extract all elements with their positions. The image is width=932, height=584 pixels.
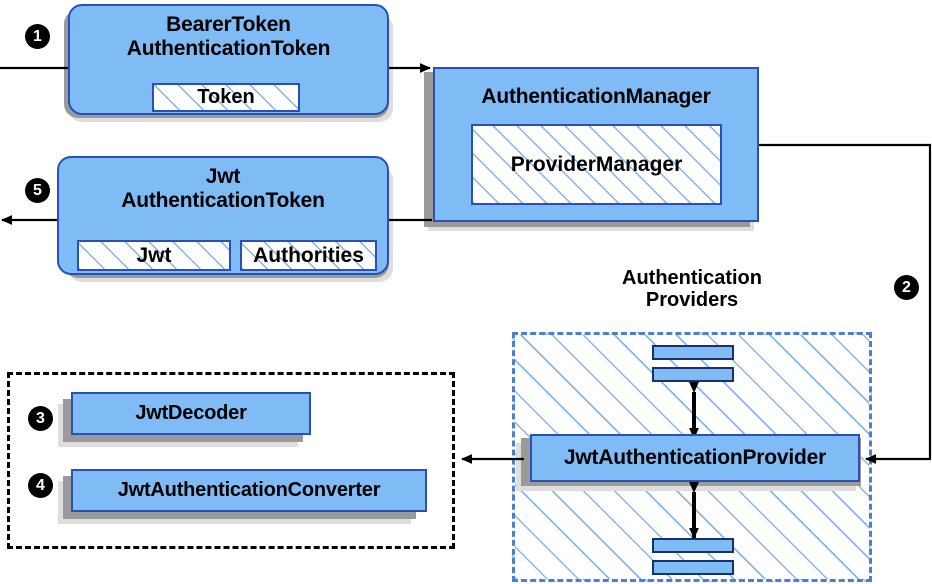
jwt-token-inner-jwt[interactable]: Jwt [77, 240, 231, 271]
group-authentication-providers-label: Authentication Providers [572, 267, 812, 312]
bearer-token-title-line2: AuthenticationToken [126, 36, 331, 60]
node-jwt-authentication-token[interactable]: Jwt AuthenticationToken Jwt Authorities [57, 156, 389, 275]
badge-step-2: 2 [894, 275, 919, 300]
node-jwt-authentication-converter[interactable]: JwtAuthenticationConverter [71, 469, 427, 512]
provider-slot-top-bar-1 [652, 345, 734, 360]
node-jwt-authentication-provider[interactable]: JwtAuthenticationProvider [530, 434, 860, 482]
badge-step-3: 3 [28, 406, 53, 431]
bearer-token-title-line1: BearerToken [166, 13, 291, 36]
jwt-authentication-provider-title: JwtAuthenticationProvider [563, 446, 827, 470]
group-jwt-support-components [7, 372, 455, 549]
provider-slot-top-bar-2 [652, 367, 734, 382]
provider-slot-bottom-bar-1 [652, 538, 734, 553]
provider-slot-bottom-bar-2 [652, 560, 734, 575]
node-bearer-token-authentication-token[interactable]: BearerToken AuthenticationToken Token [68, 4, 389, 115]
jwt-authentication-converter-title: JwtAuthenticationConverter [117, 479, 381, 502]
badge-step-1: 1 [25, 24, 50, 49]
authentication-manager-title: AuthenticationManager [481, 85, 711, 108]
jwt-token-inner-authorities[interactable]: Authorities [240, 240, 377, 271]
node-authentication-manager[interactable]: AuthenticationManager ProviderManager [433, 67, 759, 222]
jwt-token-title: Jwt AuthenticationToken [121, 165, 325, 212]
jwt-token-title-line2: AuthenticationToken [121, 188, 325, 212]
badge-step-5: 5 [25, 178, 50, 203]
group-label-line2: Providers [645, 289, 739, 312]
authentication-manager-inner-provider-manager[interactable]: ProviderManager [471, 124, 722, 205]
bearer-token-title: BearerToken AuthenticationToken [126, 13, 331, 60]
jwt-token-title-line1: Jwt [205, 165, 241, 188]
bearer-token-inner-token[interactable]: Token [152, 83, 300, 112]
badge-step-4: 4 [28, 473, 53, 498]
jwt-decoder-title: JwtDecoder [135, 402, 247, 425]
node-jwt-decoder[interactable]: JwtDecoder [71, 392, 311, 435]
group-label-line1: Authentication [622, 267, 762, 289]
